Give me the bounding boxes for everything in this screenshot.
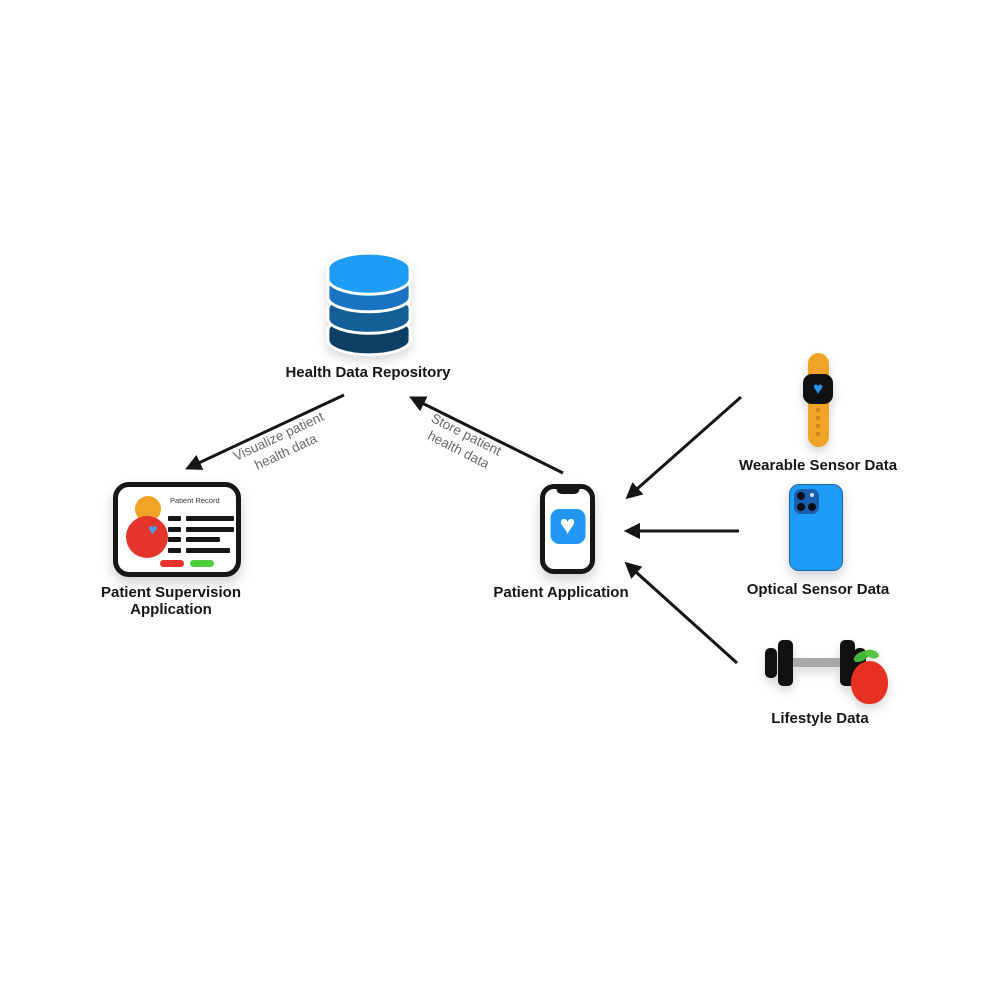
avatar-body: ♥: [126, 516, 168, 558]
record-line-bullet: [168, 548, 181, 553]
camera-module: [794, 489, 819, 514]
heart-icon: ♥: [148, 522, 158, 539]
optical-label: Optical Sensor Data: [746, 581, 890, 598]
edge-label-visualize: Visualize patient health data: [205, 397, 360, 493]
camera-lens: [797, 503, 805, 511]
strap-hole: [816, 408, 820, 412]
patient-record-card-icon: ♥ Patient Record: [113, 482, 241, 577]
dumbbell-apple-icon: [757, 628, 897, 713]
record-line: [186, 527, 234, 532]
heart-icon: ♥: [812, 379, 824, 398]
arrow-wearable-to-patient-app: [625, 395, 742, 500]
red-action-pill: [160, 560, 184, 567]
dumbbell-bar: [778, 658, 848, 667]
camera-lens: [808, 503, 816, 511]
apple-icon: [851, 661, 888, 704]
node-health-data-repository: [325, 251, 413, 357]
camera-lens: [797, 492, 805, 500]
database-icon: [326, 251, 412, 357]
record-line-bullet: [168, 527, 181, 532]
record-line: [186, 537, 220, 542]
watch-face: ♥: [803, 374, 833, 404]
edge-label-store: Store patient health data: [392, 396, 532, 490]
record-line: [186, 516, 234, 521]
patient-app-label: Patient Application: [493, 584, 629, 601]
record-line-bullet: [168, 516, 181, 521]
lifestyle-label: Lifestyle Data: [771, 710, 869, 727]
arrow-lifestyle-to-patient-app: [624, 561, 739, 665]
smartwatch-icon: ♥: [797, 352, 839, 458]
strap-hole: [816, 416, 820, 420]
record-line-bullet: [168, 537, 181, 542]
strap-hole: [816, 424, 820, 428]
smartphone-camera-icon: [789, 484, 843, 571]
wearable-label: Wearable Sensor Data: [738, 457, 898, 474]
record-line: [186, 548, 230, 553]
heart-icon: ♥: [559, 510, 576, 540]
smartphone-health-app-icon: ♥: [540, 484, 595, 574]
camera-flash: [810, 493, 814, 497]
phone-notch: [556, 488, 579, 494]
dumbbell-plate: [778, 640, 793, 686]
supervision-label: Patient Supervision Application: [100, 584, 242, 619]
health-app-tile: ♥: [550, 509, 585, 544]
dumbbell-plate: [765, 648, 777, 678]
strap-hole: [816, 432, 820, 436]
green-action-pill: [190, 560, 214, 567]
repository-label: Health Data Repository: [285, 364, 451, 381]
card-title: Patient Record: [170, 496, 220, 505]
